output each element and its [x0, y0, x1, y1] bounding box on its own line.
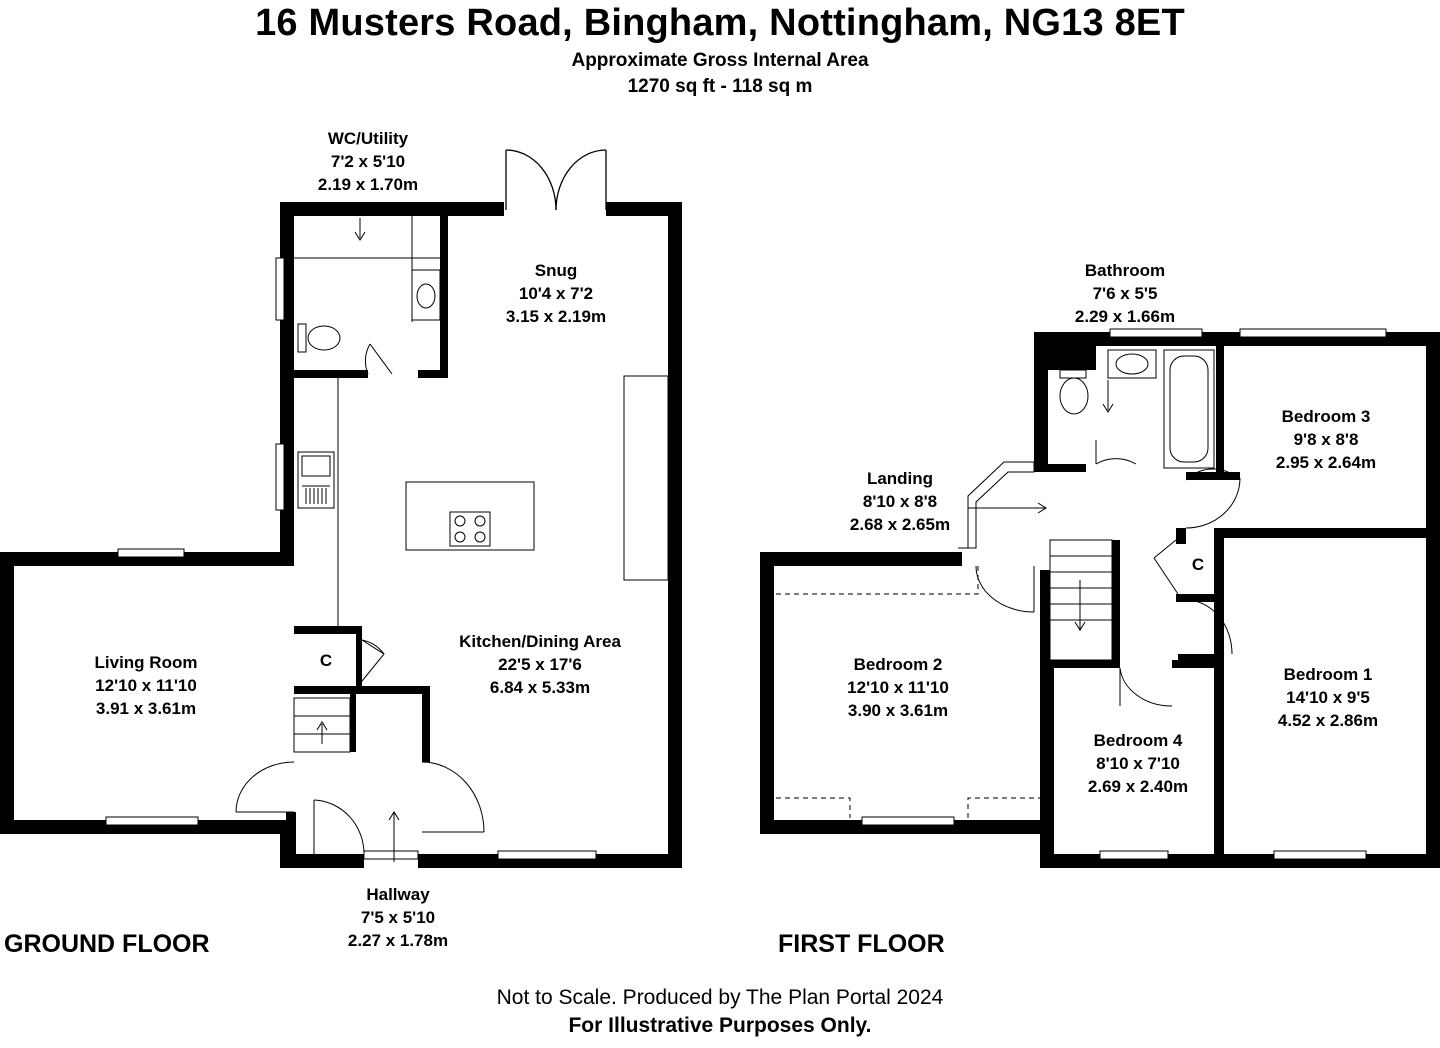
snug-name: Snug — [535, 261, 578, 280]
wc-name: WC/Utility — [328, 129, 409, 148]
kitchen-metric: 6.84 x 5.33m — [490, 678, 590, 697]
hallway-imperial: 7'5 x 5'10 — [361, 908, 435, 927]
ground-floor-windows — [105, 257, 597, 860]
bedroom3-name: Bedroom 3 — [1282, 407, 1371, 426]
ground-cupboard-label: C — [320, 651, 332, 670]
landing-imperial: 8'10 x 8'8 — [863, 492, 937, 511]
bedroom1-name: Bedroom 1 — [1284, 665, 1373, 684]
bedroom2-metric: 3.90 x 3.61m — [848, 701, 948, 720]
hallway-metric: 2.27 x 1.78m — [348, 931, 448, 950]
french-doors — [505, 149, 607, 211]
first-floor-label: FIRST FLOOR — [778, 930, 945, 958]
kitchen-imperial: 22'5 x 17'6 — [498, 655, 582, 674]
living-name: Living Room — [95, 653, 198, 672]
bedroom1-metric: 4.52 x 2.86m — [1278, 711, 1378, 730]
ground-floor-plan — [0, 149, 682, 868]
first-floor-windows — [861, 328, 1387, 860]
first-cupboard-label: C — [1192, 555, 1204, 574]
hallway-name: Hallway — [366, 885, 430, 904]
hallway-fittings — [235, 697, 485, 862]
page-title: 16 Musters Road, Bingham, Nottingham, NG… — [255, 2, 1185, 44]
snug-imperial: 10'4 x 7'2 — [519, 284, 593, 303]
snug-metric: 3.15 x 2.19m — [506, 307, 606, 326]
landing-name: Landing — [867, 469, 933, 488]
bedroom4-name: Bedroom 4 — [1094, 731, 1183, 750]
kitchen-fittings — [297, 375, 669, 687]
area-value: 1270 sq ft - 118 sq m — [627, 76, 813, 97]
bedroom2-imperial: 12'10 x 11'10 — [847, 678, 949, 697]
bedroom1-imperial: 14'10 x 9'5 — [1286, 688, 1370, 707]
bedroom4-metric: 2.69 x 2.40m — [1088, 777, 1188, 796]
bathroom-name: Bathroom — [1085, 261, 1165, 280]
wc-imperial: 7'2 x 5'10 — [331, 152, 405, 171]
ground-floor-label: GROUND FLOOR — [4, 930, 210, 958]
area-label: Approximate Gross Internal Area — [571, 50, 869, 71]
bedroom3-imperial: 9'8 x 8'8 — [1294, 430, 1359, 449]
landing-metric: 2.68 x 2.65m — [850, 515, 950, 534]
footer-note: Not to Scale. Produced by The Plan Porta… — [496, 986, 944, 1009]
bathroom-metric: 2.29 x 1.66m — [1075, 307, 1175, 326]
bedroom4-imperial: 8'10 x 7'10 — [1096, 754, 1180, 773]
bathroom-imperial: 7'6 x 5'5 — [1093, 284, 1158, 303]
first-floor-fittings — [776, 349, 1241, 818]
bedroom2-name: Bedroom 2 — [854, 655, 943, 674]
first-floor-labels: Bathroom 7'6 x 5'5 2.29 x 1.66m Bedroom … — [778, 261, 1378, 958]
living-imperial: 12'10 x 11'10 — [95, 676, 197, 695]
living-metric: 3.91 x 3.61m — [96, 699, 196, 718]
wc-fittings — [294, 216, 441, 375]
ground-floor-labels: WC/Utility 7'2 x 5'10 2.19 x 1.70m Snug … — [4, 129, 621, 958]
footer-disclaimer: For Illustrative Purposes Only. — [568, 1014, 872, 1037]
first-floor-plan — [760, 328, 1440, 868]
kitchen-name: Kitchen/Dining Area — [459, 632, 621, 651]
wc-metric: 2.19 x 1.70m — [318, 175, 418, 194]
bedroom3-metric: 2.95 x 2.64m — [1276, 453, 1376, 472]
